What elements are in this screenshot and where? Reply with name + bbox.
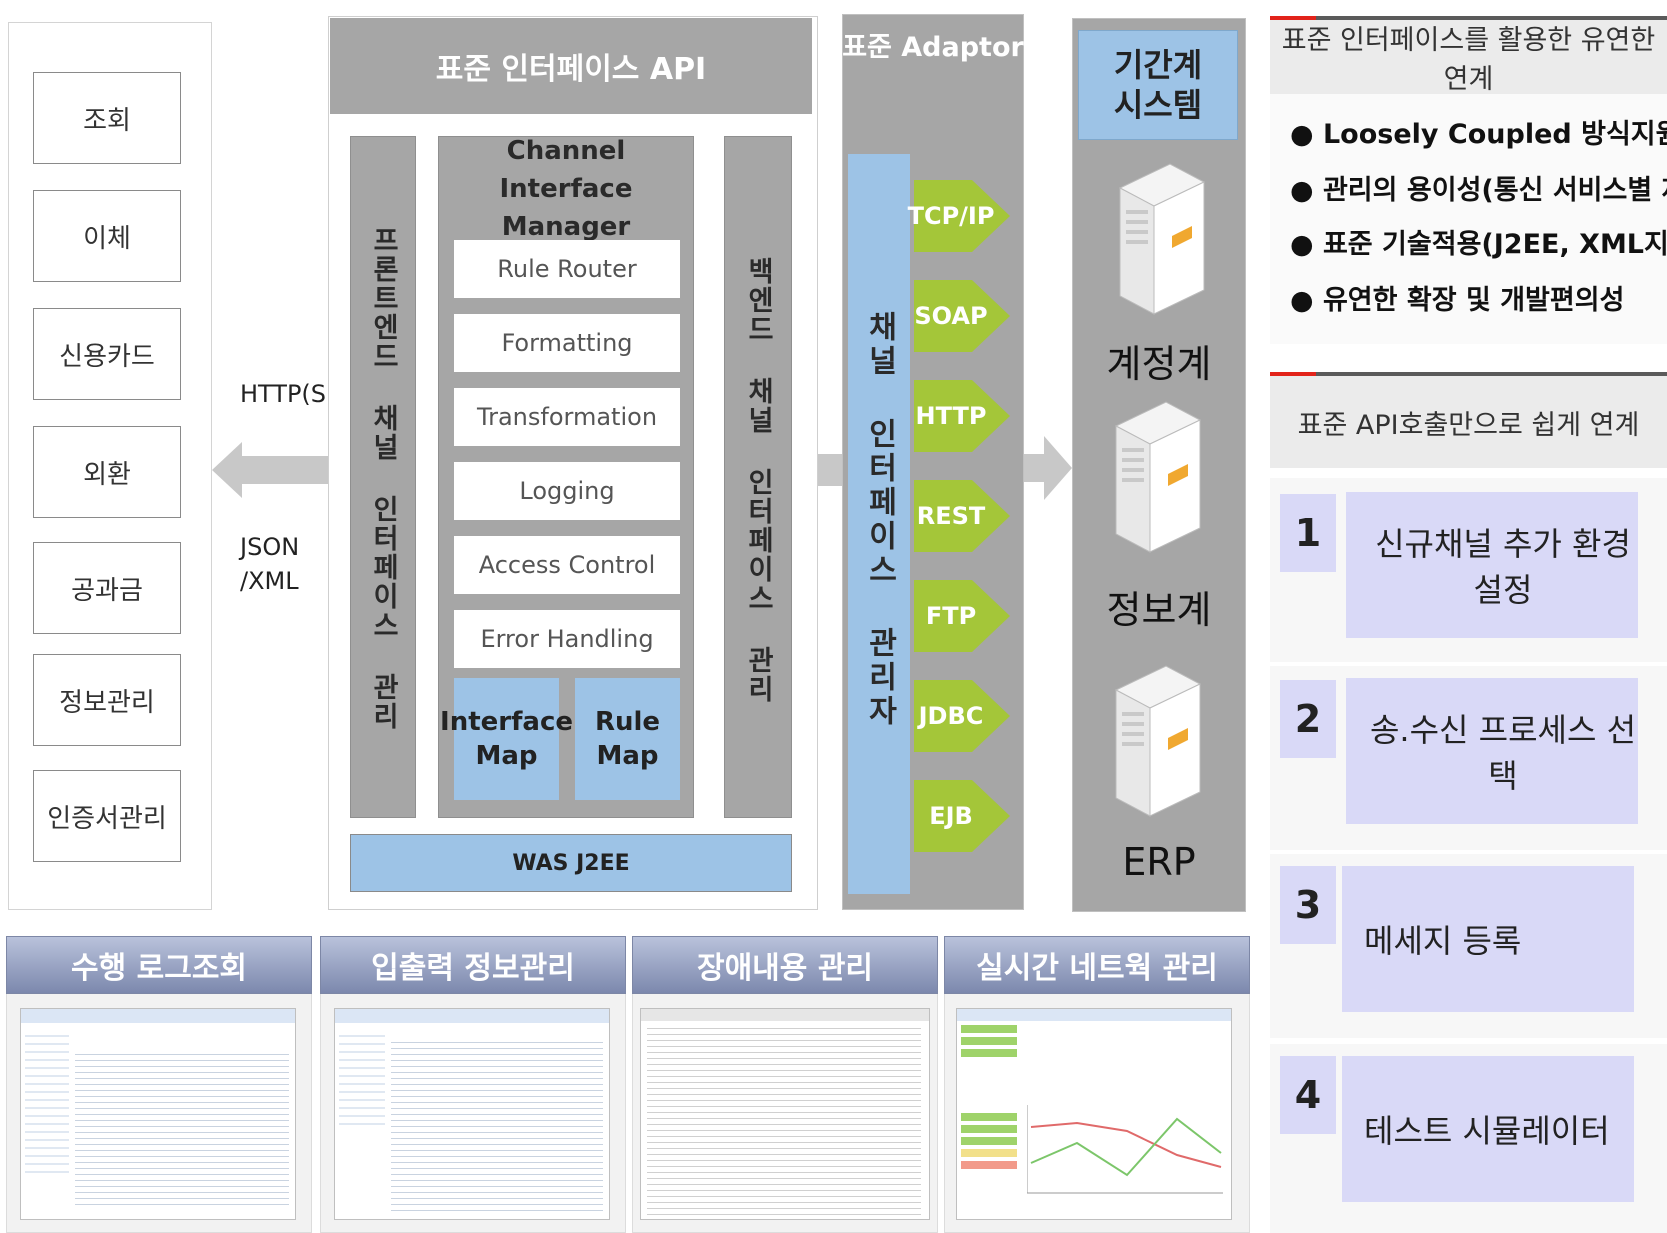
step-label: 신규채널 추가 환경설정 xyxy=(1346,492,1638,638)
protocol-ftp-arrow xyxy=(914,580,1010,652)
protocol-tcpip-arrow xyxy=(914,180,1010,252)
service-certificate: 인증서관리 xyxy=(33,770,181,862)
function-logging: Logging xyxy=(454,462,680,520)
service-inquiry: 조회 xyxy=(33,72,181,164)
was-j2ee: WAS J2EE xyxy=(350,834,792,892)
rule-map: Rule Map xyxy=(575,678,680,800)
left-arrow-icon xyxy=(212,442,330,498)
channel-manager-label: 채널 인터페이스 관리자 xyxy=(862,311,897,729)
cim-title: Channel Interface Manager xyxy=(499,136,633,242)
tile-title: 장애내용 관리 xyxy=(632,936,938,994)
adaptor-title: 표준 Adaptor xyxy=(842,31,1024,63)
function-transformation: Transformation xyxy=(454,388,680,446)
protocol-http: HTTP xyxy=(915,402,987,430)
server-information: 정보계 xyxy=(1106,587,1212,632)
bullet-text: 유연한 확장 및 개발편의성 xyxy=(1322,285,1625,316)
log-screenshot xyxy=(20,1008,296,1220)
io-screenshot xyxy=(334,1008,610,1220)
protocol-tcpip: TCP/IP xyxy=(907,202,995,230)
bullet-text: Loosely Coupled 방식지원 xyxy=(1322,119,1667,150)
api-title: 표준 인터페이스 API xyxy=(330,18,812,114)
protocol-soap: SOAP xyxy=(914,302,988,330)
service-utility: 공과금 xyxy=(33,542,181,634)
front-end-label: 프론트엔드 채널 인터페이스 관리 xyxy=(367,225,399,731)
back-end-label-wrap: 백엔드 채널 인터페이스 관리 xyxy=(724,160,792,800)
bullet-item: ● Loosely Coupled 방식지원 xyxy=(1290,112,1667,151)
step-label: 테스트 시뮬레이터 xyxy=(1342,1056,1634,1202)
protocol-jdbc-arrow xyxy=(914,680,1010,752)
protocol-rest: REST xyxy=(916,502,986,530)
bullet-text: 표준 기술적용(J2EE, XML지원) xyxy=(1322,229,1667,260)
panel2-accent xyxy=(1270,372,1316,376)
front-end-label-wrap: 프론트엔드 채널 인터페이스 관리 xyxy=(350,148,416,808)
function-rule-router: Rule Router xyxy=(454,240,680,298)
step-label: 송.수신 프로세스 선택 xyxy=(1346,678,1638,824)
panel1-accent xyxy=(1270,16,1316,20)
tile-title: 입출력 정보관리 xyxy=(320,936,626,994)
server-icon xyxy=(1114,401,1202,553)
step-number: 2 xyxy=(1280,680,1336,758)
service-exchange: 외환 xyxy=(33,426,181,518)
function-error-handling: Error Handling xyxy=(454,610,680,668)
json-xml-label: JSON /XML xyxy=(240,533,300,595)
front-end-column xyxy=(350,136,416,818)
legacy-title: 기간계 시스템 xyxy=(1078,30,1238,140)
panel1-rule xyxy=(1270,16,1667,20)
right-arrow-icon xyxy=(1024,436,1072,500)
service-info-management: 정보관리 xyxy=(33,654,181,746)
bullet-item: ● 표준 기술적용(J2EE, XML지원) xyxy=(1290,222,1667,261)
panel2-rule xyxy=(1270,372,1667,376)
panel1-title: 표준 인터페이스를 활용한 유연한 연계 xyxy=(1270,20,1667,95)
protocol-rest-arrow xyxy=(914,480,1010,552)
tile-title: 실시간 네트웍 관리 xyxy=(944,936,1250,994)
panel1-body xyxy=(1270,94,1667,344)
service-transfer: 이체 xyxy=(33,190,181,282)
protocol-jdbc: JDBC xyxy=(918,702,984,730)
function-formatting: Formatting xyxy=(454,314,680,372)
back-end-column xyxy=(724,136,792,818)
step-number: 4 xyxy=(1280,1056,1336,1134)
server-icon xyxy=(1114,665,1202,817)
protocol-ejb: EJB xyxy=(929,802,973,830)
server-icon xyxy=(1118,163,1206,315)
fault-screenshot xyxy=(640,1008,930,1220)
service-credit-card: 신용카드 xyxy=(33,308,181,400)
back-end-label: 백엔드 채널 인터페이스 관리 xyxy=(742,256,774,704)
interface-map: Interface Map xyxy=(440,678,573,800)
api-adaptor-connector xyxy=(818,454,842,486)
panel2-title: 표준 API호출만으로 쉽게 연계 xyxy=(1270,376,1667,468)
http-label: HTTP(S) xyxy=(240,380,336,408)
server-erp: ERP xyxy=(1122,840,1196,884)
step-label: 메세지 등록 xyxy=(1342,866,1634,1012)
server-accounting: 계정계 xyxy=(1106,341,1212,386)
bullet-item: ● 관리의 용이성(통신 서비스별 제어) xyxy=(1290,168,1667,207)
tile-title: 수행 로그조회 xyxy=(6,936,312,994)
step-number: 3 xyxy=(1280,866,1336,944)
network-line-chart-icon xyxy=(1027,1105,1223,1194)
step-number: 1 xyxy=(1280,494,1336,572)
bullet-item: ● 유연한 확장 및 개발편의성 xyxy=(1290,285,1625,316)
network-screenshot xyxy=(956,1008,1232,1220)
function-access-control: Access Control xyxy=(454,536,680,594)
protocol-http-arrow xyxy=(914,380,1010,452)
protocol-soap-arrow xyxy=(914,280,1010,352)
channel-manager-bar xyxy=(848,154,910,894)
channel-manager-label-wrap: 채널 인터페이스 관리자 xyxy=(848,260,910,780)
protocol-ejb-arrow xyxy=(914,780,1010,852)
protocol-ftp: FTP xyxy=(925,602,977,630)
bullet-text: 관리의 용이성(통신 서비스별 제어) xyxy=(1322,175,1667,206)
